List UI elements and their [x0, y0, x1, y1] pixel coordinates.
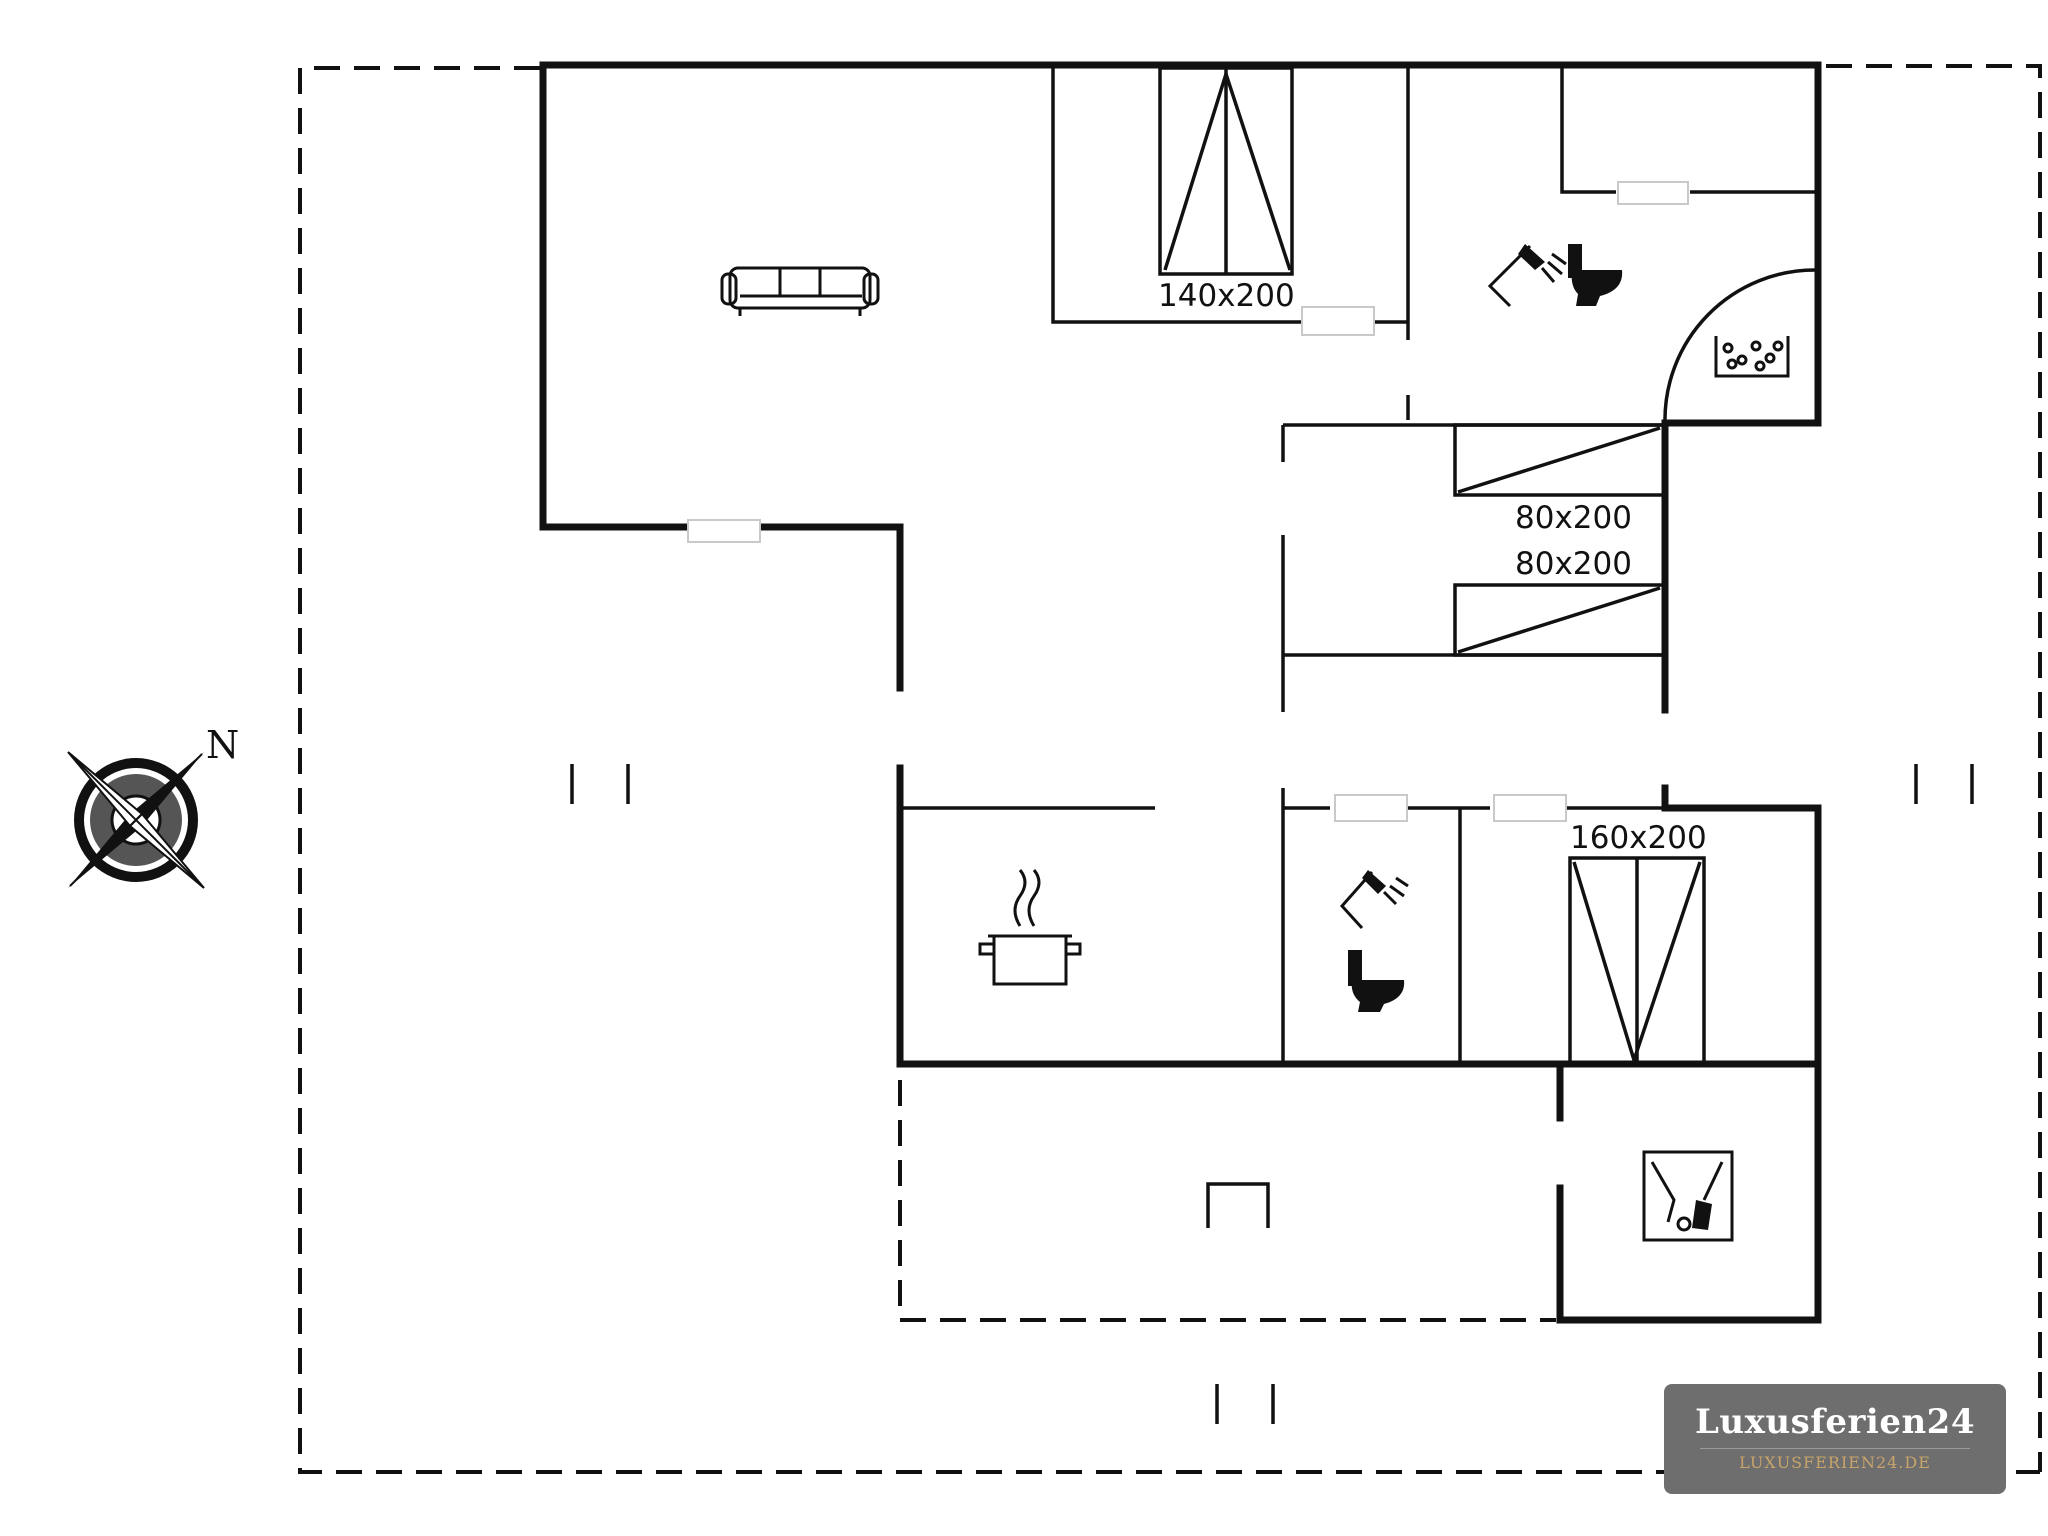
single-bed-2 [1453, 583, 1667, 657]
carport-outline [898, 1080, 1556, 1322]
cooking-pot-icon [978, 869, 1082, 986]
bed-label-80x200-1: 80x200 [1515, 500, 1632, 536]
interior-walls [900, 65, 1818, 1064]
single-bed-1 [1453, 423, 1667, 497]
compass-icon [67, 751, 205, 889]
shower-icon [1487, 244, 1567, 308]
bed-label-140x200: 140x200 [1158, 278, 1295, 314]
compass-north-label: N [206, 723, 239, 767]
washing-machine-icon [1642, 1150, 1734, 1242]
brand-name: Luxusferien24 [1694, 1402, 1975, 1442]
terrace-boundary [298, 64, 2042, 1474]
jacuzzi-icon [1714, 336, 1790, 378]
badge-divider [1700, 1448, 1970, 1449]
double-bed-top [1158, 66, 1294, 276]
bed-label-160x200: 160x200 [1570, 820, 1707, 856]
shower-icon-wc [1339, 870, 1409, 930]
bed-label-80x200-2: 80x200 [1515, 546, 1632, 582]
toilet-icon-wc [1348, 950, 1405, 1012]
sofa-icon [720, 266, 880, 316]
entrance-ticks [570, 764, 1974, 1424]
brand-url: LUXUSFERIEN24.DE [1739, 1453, 1931, 1472]
double-bed-bottom [1568, 856, 1706, 1066]
windows [687, 181, 1689, 822]
exterior-walls [539, 61, 1822, 1324]
watermark-badge: Luxusferien24 LUXUSFERIEN24.DE [1664, 1384, 2006, 1494]
toilet-icon [1568, 244, 1623, 306]
